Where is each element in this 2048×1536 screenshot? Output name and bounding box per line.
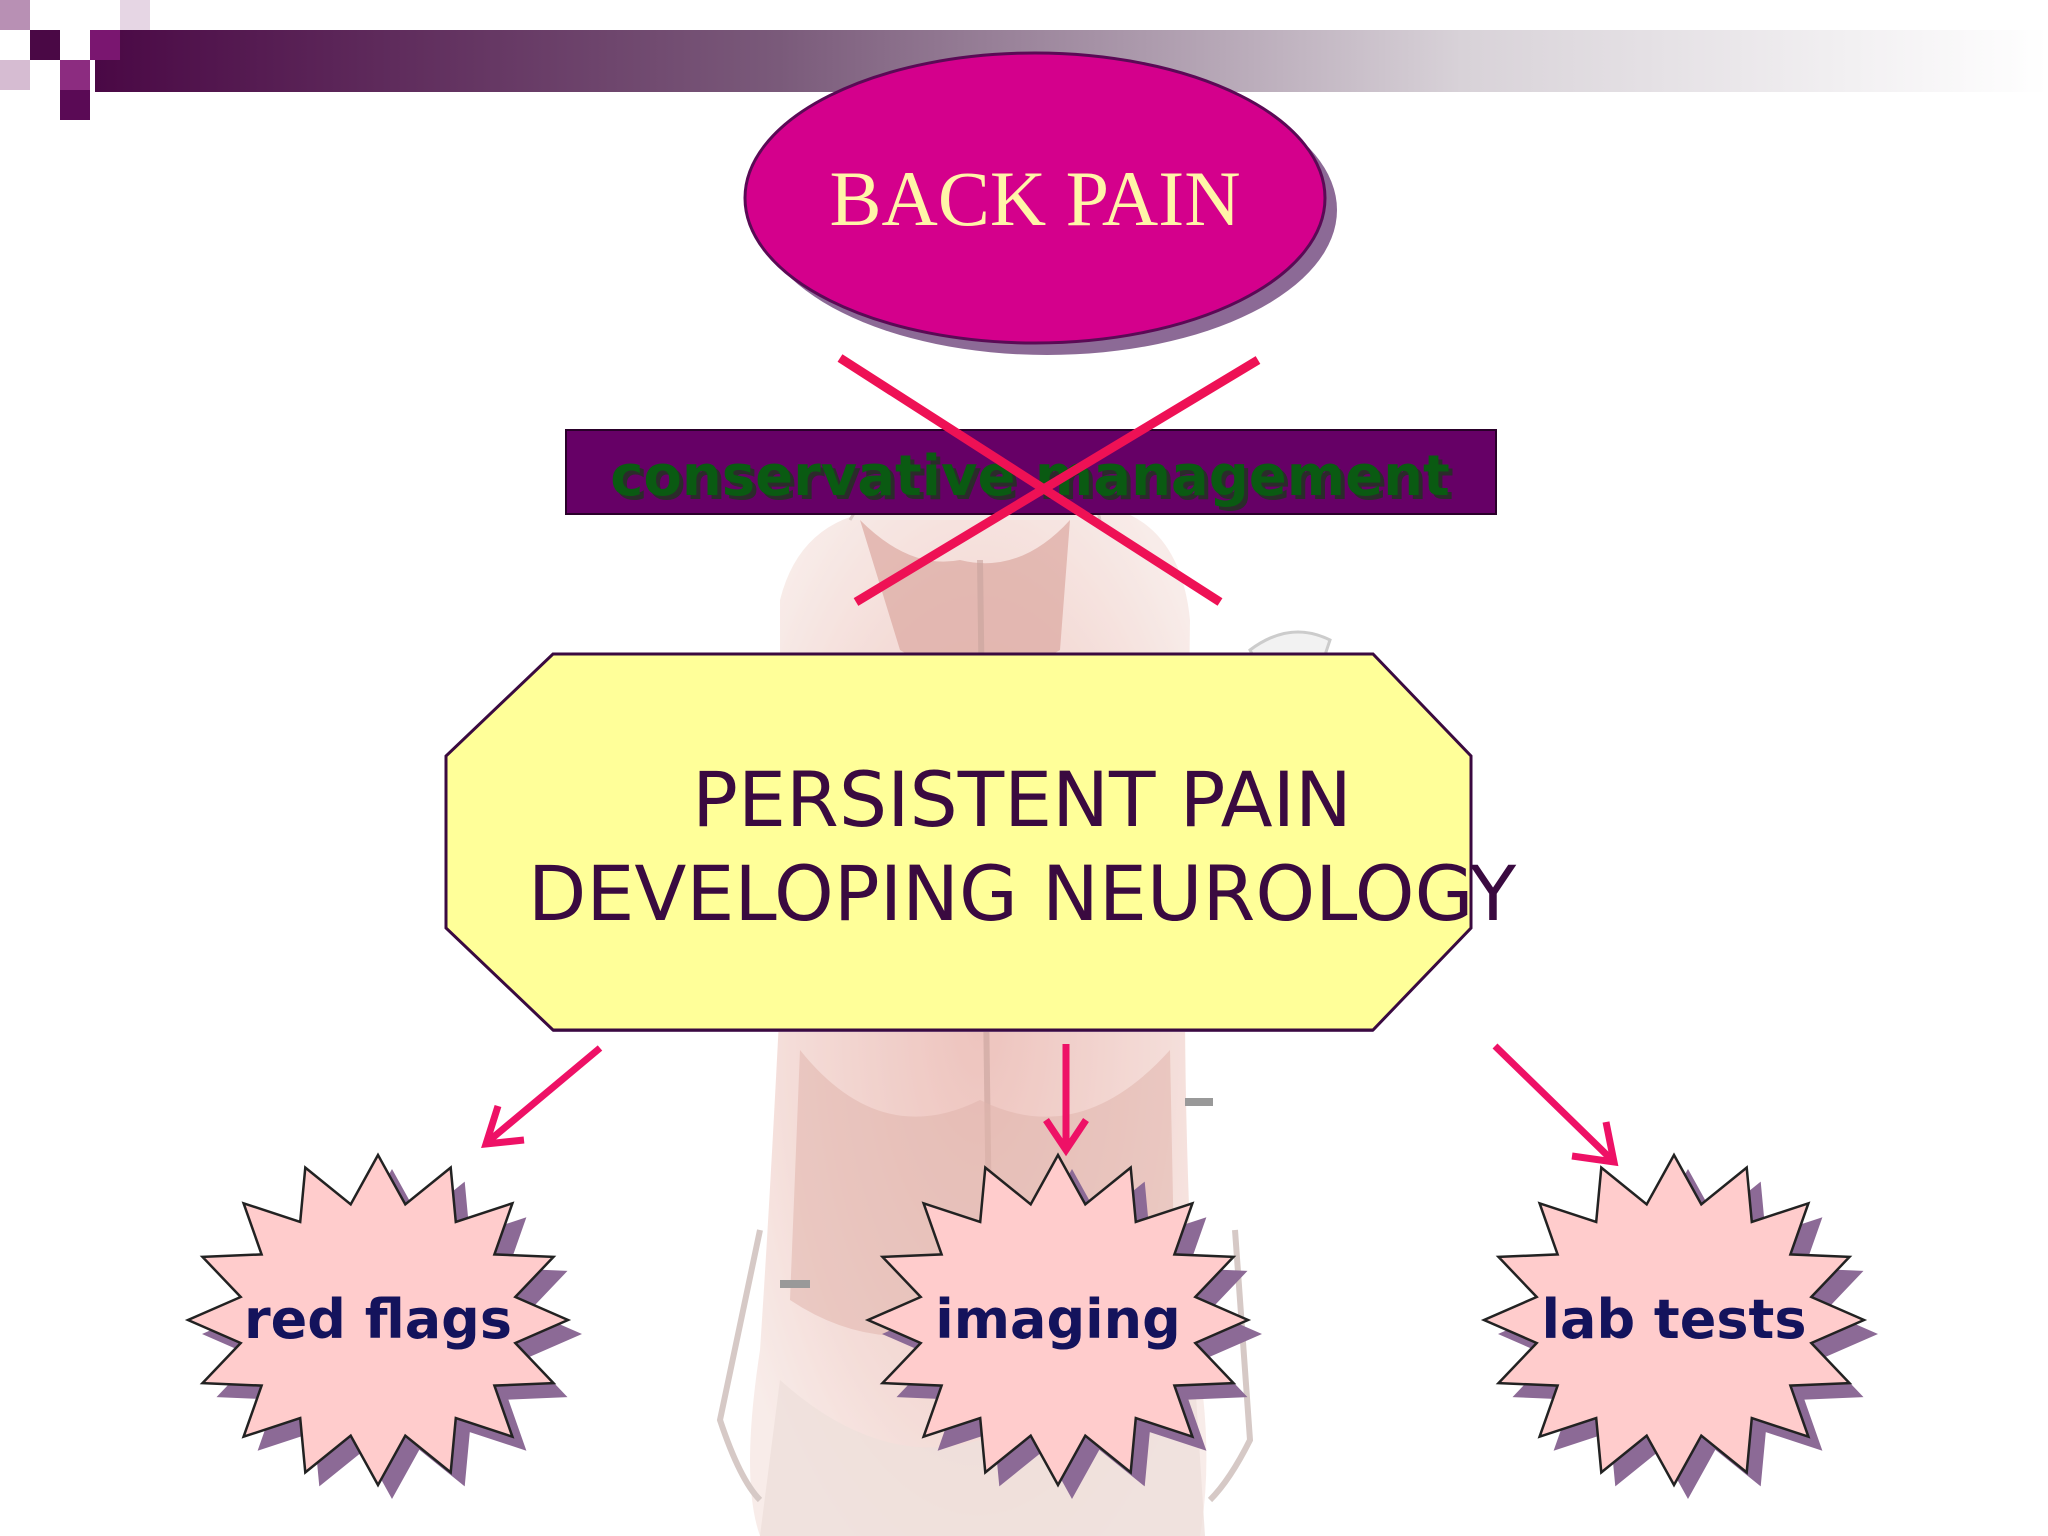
imaging-node: imaging bbox=[864, 1152, 1262, 1499]
developing-neurology-line2: DEVELOPING NEUROLOGY bbox=[528, 849, 1517, 938]
red-flags-node: red flags bbox=[184, 1152, 582, 1499]
arrow-down-icon bbox=[481, 1043, 1619, 1167]
back-pain-label: BACK PAIN bbox=[829, 155, 1240, 242]
back-pain-node: BACK PAIN bbox=[743, 51, 1337, 355]
x-mark-icon bbox=[837, 354, 1261, 606]
star-shape bbox=[184, 1152, 572, 1488]
lab-tests-node: lab tests bbox=[1480, 1152, 1878, 1499]
imaging-label: imaging bbox=[935, 1288, 1180, 1351]
persistent-pain-node: PERSISTENT PAIN DEVELOPING NEUROLOGY bbox=[444, 652, 1517, 1032]
lab-tests-label: lab tests bbox=[1542, 1288, 1807, 1351]
star-shape bbox=[1480, 1152, 1868, 1488]
persistent-pain-line1: PERSISTENT PAIN bbox=[692, 755, 1352, 844]
star-shape bbox=[864, 1152, 1252, 1488]
red-flags-label: red flags bbox=[244, 1288, 512, 1351]
